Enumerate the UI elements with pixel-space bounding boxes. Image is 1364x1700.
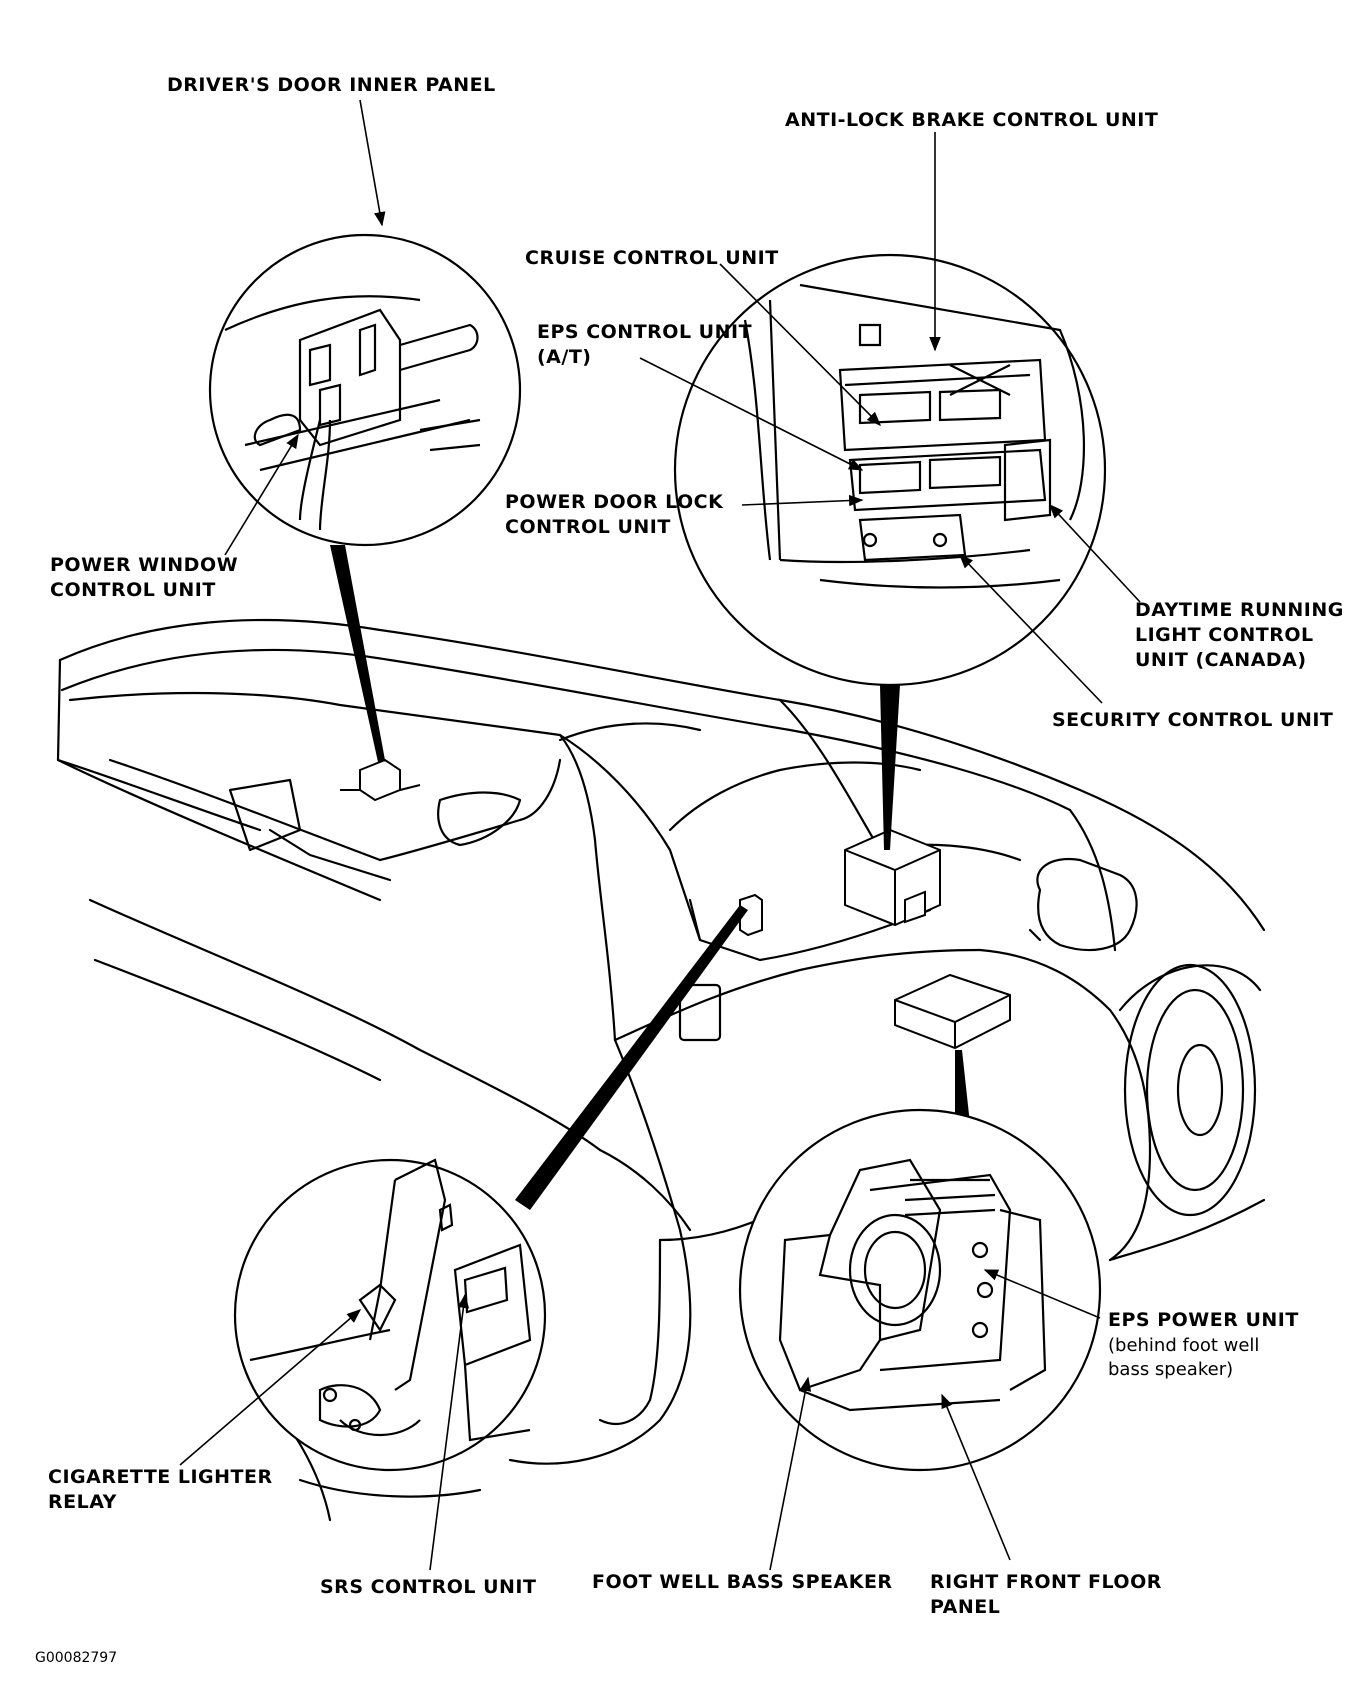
- label-power-window-line1: POWER WINDOW: [50, 554, 239, 576]
- label-security-control-unit: SECURITY CONTROL UNIT: [1052, 709, 1334, 731]
- label-daytime-running-line3: UNIT (CANADA): [1135, 649, 1307, 671]
- label-power-door-lock-line2: CONTROL UNIT: [505, 516, 671, 538]
- label-eps-power-unit: EPS POWER UNIT: [1108, 1309, 1299, 1331]
- figure-code: G00082797: [35, 1650, 118, 1666]
- label-right-front-floor-line1: RIGHT FRONT FLOOR: [930, 1571, 1162, 1593]
- label-srs-control-unit: SRS CONTROL UNIT: [320, 1576, 537, 1598]
- detail-circle-control-units: [675, 255, 1105, 685]
- label-eps-power-note-line2: bass speaker): [1108, 1359, 1234, 1380]
- label-foot-well-bass-speaker: FOOT WELL BASS SPEAKER: [592, 1571, 893, 1593]
- label-eps-control-unit: EPS CONTROL UNIT: [537, 321, 753, 343]
- label-power-door-lock-line1: POWER DOOR LOCK: [505, 491, 724, 513]
- label-cruise-control-unit: CRUISE CONTROL UNIT: [525, 247, 779, 269]
- label-right-front-floor-line2: PANEL: [930, 1596, 1001, 1618]
- leader-lines: [180, 100, 1140, 1570]
- label-cigarette-lighter-line1: CIGARETTE LIGHTER: [48, 1466, 273, 1488]
- label-drivers-door-inner-panel: DRIVER'S DOOR INNER PANEL: [167, 74, 496, 96]
- detail-circle-driver-door: [210, 235, 520, 545]
- detail-circle-srs: [235, 1160, 545, 1470]
- callout-pointers: [330, 545, 975, 1210]
- label-daytime-running-line2: LIGHT CONTROL: [1135, 624, 1314, 646]
- label-anti-lock-brake-control-unit: ANTI-LOCK BRAKE CONTROL UNIT: [785, 109, 1159, 131]
- car-body-outline: [58, 620, 1264, 1520]
- label-eps-control-unit-at: (A/T): [537, 346, 592, 368]
- label-cigarette-lighter-line2: RELAY: [48, 1491, 117, 1513]
- label-daytime-running-line1: DAYTIME RUNNING: [1135, 599, 1344, 621]
- label-eps-power-note-line1: (behind foot well: [1108, 1335, 1260, 1356]
- detail-circle-eps: [740, 1110, 1100, 1470]
- label-power-window-line2: CONTROL UNIT: [50, 579, 216, 601]
